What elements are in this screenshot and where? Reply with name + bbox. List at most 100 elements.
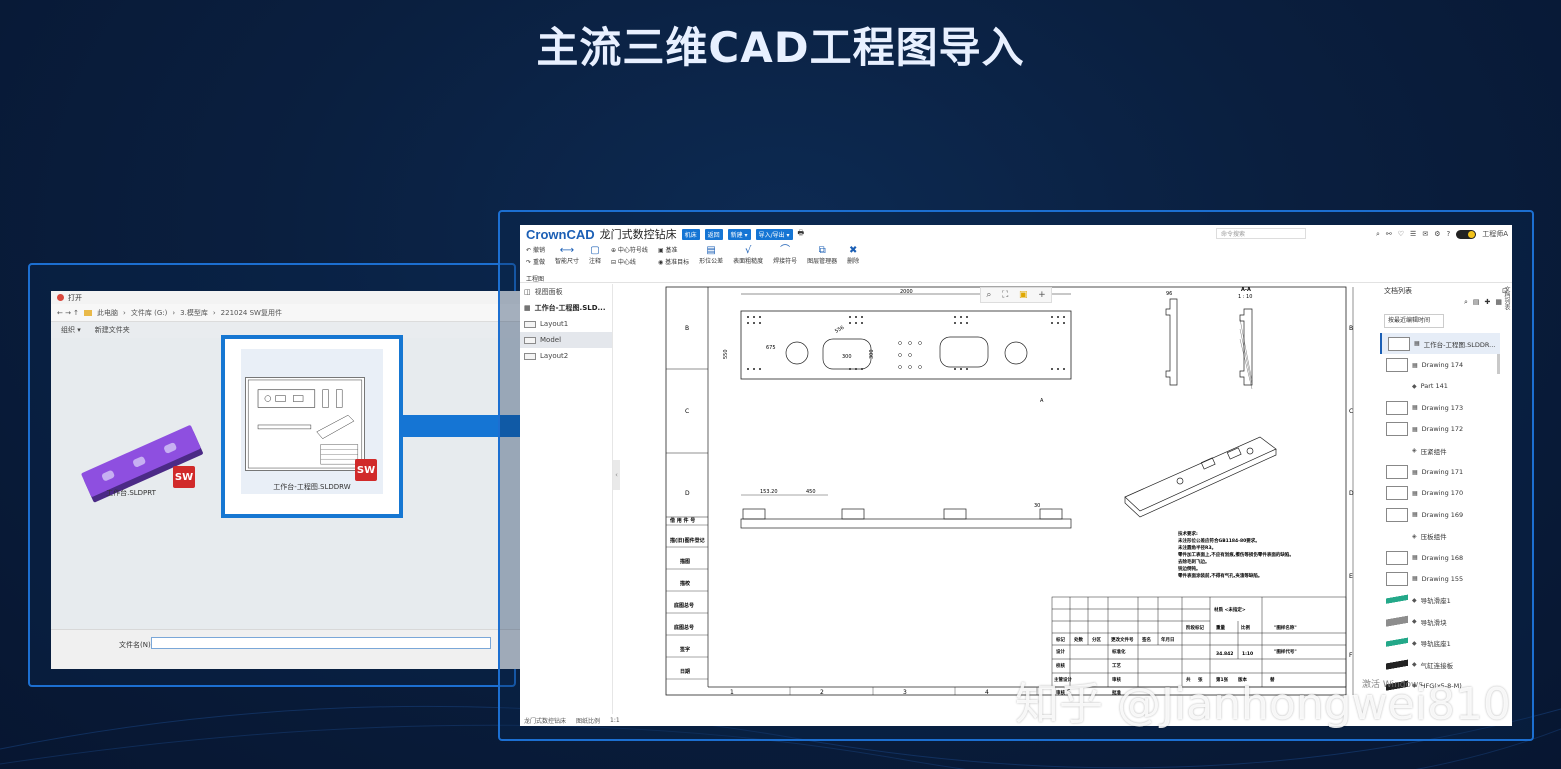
doc-panel-tools: ⌕ ▤ ✚ ▦ — [1380, 298, 1512, 312]
doc-item[interactable]: ▦Drawing 172 — [1380, 419, 1500, 440]
filename-input[interactable] — [151, 637, 491, 649]
organize-button[interactable]: 组织 ▾ — [61, 326, 81, 334]
dialog-toolbar: 组织 ▾ 新建文件夹 — [51, 322, 521, 338]
search-icon[interactable]: ⌕ — [1463, 298, 1468, 306]
theme-toggle[interactable] — [1456, 229, 1477, 239]
status-bar: 龙门式数控钻床 图纸比例 1:1 — [520, 714, 1512, 726]
comment-icon[interactable]: ✉ — [1422, 230, 1429, 238]
undo-button[interactable]: ↶ 撤销 — [526, 247, 545, 254]
sort-select[interactable]: 按最近编辑时间 — [1384, 314, 1444, 328]
geometric-tolerance-button[interactable]: ▤形位公差 — [699, 245, 723, 265]
svg-text:300: 300 — [842, 354, 852, 360]
doc-item[interactable]: ▦Drawing 168 — [1380, 547, 1500, 568]
search-icon[interactable]: ⌕ — [1375, 229, 1380, 238]
doc-item[interactable]: ▦Drawing 174 — [1380, 354, 1500, 375]
doc-item[interactable]: ▦工作台-工程图.SLDDR... — [1380, 333, 1500, 355]
side-view — [1165, 298, 1253, 390]
center-line-label: 中心线 — [617, 259, 636, 266]
layer-manager-button[interactable]: ⧉图层管理器 — [807, 245, 837, 265]
center-line-button[interactable]: ⊟ 中心线 — [610, 259, 636, 266]
tree-sheet-layout2[interactable]: Layout2 — [520, 348, 612, 364]
doc-item[interactable]: ◈压板组件 — [1380, 526, 1500, 547]
doc-list-vertical-tab[interactable]: 文档列表 — [1503, 286, 1510, 310]
grid-icon[interactable]: ▦ — [1495, 298, 1502, 306]
doc-item[interactable]: ◆气缸连接板 — [1380, 654, 1500, 675]
crowncad-window: CrownCAD 龙门式数控钻床 机床 返回 新建 ▾ 导入/导出 ▾ 🖶 命令… — [520, 225, 1512, 726]
back-button[interactable]: 返回 — [704, 228, 723, 240]
doc-item-label: 导轨滑座1 — [1420, 597, 1451, 606]
svg-text:借 用 件 号: 借 用 件 号 — [669, 517, 695, 524]
doc-item-label: 工作台-工程图.SLDDR... — [1423, 340, 1496, 349]
list-icon[interactable]: ☰ — [1410, 230, 1417, 238]
doc-item[interactable]: ▦Drawing 170 — [1380, 483, 1500, 504]
surface-finish-button[interactable]: √表面粗糙度 — [733, 245, 763, 265]
doc-item[interactable]: ◆Part 141 — [1380, 376, 1500, 397]
share-icon[interactable]: ⚯ — [1385, 230, 1392, 238]
zoom-icon[interactable]: ⌕ — [986, 290, 992, 300]
weld-icon: ⌒ — [780, 245, 791, 256]
pin-icon[interactable]: ⊡ — [1502, 287, 1508, 295]
doc-item[interactable]: ▦Drawing 173 — [1380, 397, 1500, 418]
doc-item[interactable]: ◈压紧组件 — [1380, 440, 1500, 461]
doc-item-label: Drawing 170 — [1421, 489, 1464, 498]
file-item-drawing[interactable]: SW 工作台-工程图.SLDDRW — [221, 335, 403, 518]
datum-button[interactable]: ▣ 基准 — [657, 247, 678, 254]
doc-item[interactable]: ▦Drawing 169 — [1380, 504, 1500, 525]
collapse-panel-button[interactable]: ‹ — [613, 460, 620, 490]
smart-dimension-button[interactable]: ⟷智能尺寸 — [555, 245, 579, 265]
new-button[interactable]: 新建 ▾ — [727, 228, 751, 240]
tree-sheet-model[interactable]: Model — [520, 332, 612, 348]
app-icon — [57, 294, 64, 301]
fit-view-icon[interactable]: ⛶ — [1002, 290, 1009, 300]
like-icon[interactable]: ♡ — [1397, 230, 1405, 238]
delete-button[interactable]: ✖删除 — [847, 245, 859, 265]
note-button[interactable]: ▢注释 — [589, 245, 601, 265]
weld-symbol-button[interactable]: ⌒焊接符号 — [773, 245, 797, 265]
add-icon[interactable]: ✚ — [1484, 298, 1491, 306]
address-bar[interactable]: ← → ↑ 此电脑 › 文件库 (G:) › 3.模型库 › 221024 SW… — [51, 304, 521, 322]
breadcrumb-0[interactable]: 此电脑 — [97, 308, 119, 317]
redo-button[interactable]: ↷ 重做 — [526, 259, 545, 266]
command-search-input[interactable]: 命令搜索 — [1216, 228, 1306, 239]
svg-text:"图样代号": "图样代号" — [1274, 648, 1297, 655]
doc-item[interactable]: ◆导轨滑座1 — [1380, 590, 1500, 611]
title-block — [1051, 596, 1347, 688]
doc-item-label: Drawing 169 — [1421, 510, 1464, 519]
datum-target-button[interactable]: ◉ 基准目标 — [657, 259, 690, 266]
breadcrumb-2[interactable]: 3.模型库 — [180, 308, 208, 317]
nav-arrows-icon[interactable]: ← → ↑ — [57, 308, 80, 317]
svg-text:签字: 签字 — [679, 646, 690, 653]
doc-item[interactable]: ◆导轨底座1 — [1380, 632, 1500, 653]
new-folder-button[interactable]: 新建文件夹 — [94, 326, 130, 334]
tree-root[interactable]: ▦ 工作台-工程图.SLD... — [520, 300, 612, 316]
center-mark-button[interactable]: ⊕ 中心符号线 — [610, 247, 648, 254]
import-export-button[interactable]: 导入/导出 ▾ — [755, 228, 793, 240]
tree-sheet-layout1[interactable]: Layout1 — [520, 316, 612, 332]
svg-text:比例: 比例 — [1241, 624, 1250, 631]
note-icon[interactable]: ▣ — [1018, 290, 1028, 300]
print-icon[interactable]: 🖶 — [797, 228, 805, 237]
center-group: ⊕ 中心符号线 ⊟ 中心线 — [611, 245, 648, 266]
breadcrumb-3[interactable]: 221024 SW复用件 — [220, 308, 282, 317]
sheet-label: Layout2 — [540, 352, 569, 360]
plus-icon[interactable]: + — [1038, 290, 1046, 300]
row-label: E — [1349, 573, 1353, 580]
gear-icon[interactable]: ⚙ — [1434, 230, 1441, 238]
svg-text:主管设计: 主管设计 — [1054, 676, 1072, 683]
chevron-right-icon: › — [123, 308, 126, 317]
breadcrumb-1[interactable]: 文件库 (G:) — [130, 308, 168, 317]
folder-icon[interactable]: ▤ — [1472, 298, 1480, 306]
user-name[interactable]: 工程师A — [1482, 230, 1508, 238]
dim-label: 96 — [1166, 291, 1172, 297]
doc-item-label: 压紧组件 — [1420, 447, 1447, 456]
doc-item[interactable]: ▦Drawing 155 — [1380, 568, 1500, 589]
doc-item[interactable]: ◆导轨滑块 — [1380, 611, 1500, 632]
doc-item[interactable]: ▦Drawing 171 — [1380, 461, 1500, 482]
help-icon[interactable]: ? — [1446, 230, 1451, 238]
svg-text:版本: 版本 — [1238, 676, 1247, 683]
doc-item-label: 导轨滑块 — [1420, 618, 1447, 627]
svg-text:描图: 描图 — [679, 558, 690, 565]
file-item-part[interactable]: SW 工作台.SLDPRT — [51, 338, 202, 548]
drawing-canvas[interactable]: B C D B C D E F 借 用 件 号 描(旧)图件登记 描图 描校 底… — [620, 285, 1370, 711]
doc-item[interactable]: ◆HFG(x5-8-M) — [1380, 675, 1500, 696]
